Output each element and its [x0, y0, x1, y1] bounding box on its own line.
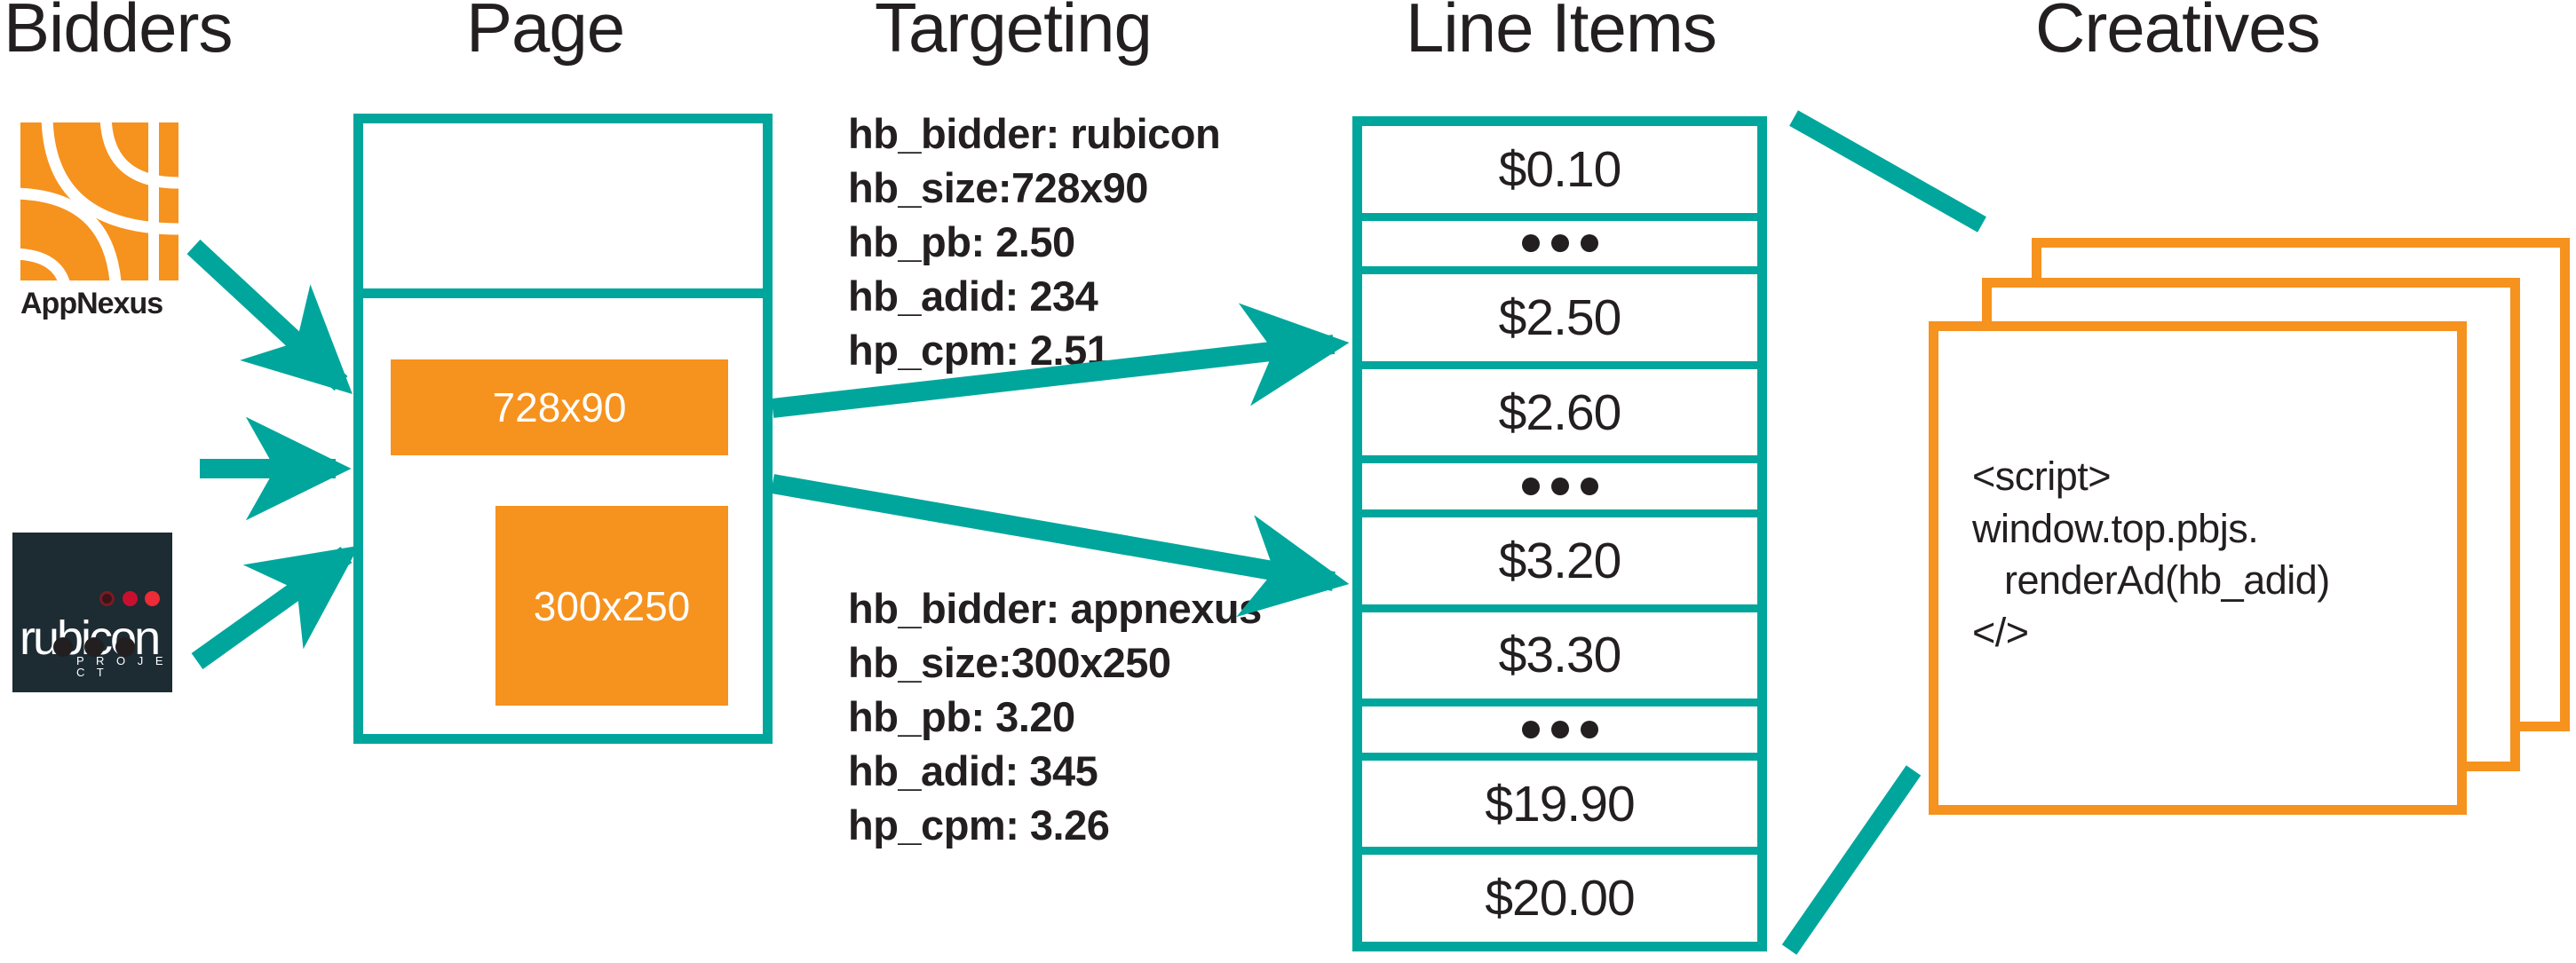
header-line-items: Line Items	[1406, 0, 1717, 67]
line-item-value: $2.60	[1498, 383, 1622, 441]
targeting-line-hb-size: hb_size:300x250	[848, 639, 1171, 687]
ad-slot-300x250[interactable]: 300x250	[495, 506, 728, 706]
targeting-line-hb-adid: hb_adid: 234	[848, 272, 1098, 320]
table-row[interactable]	[1362, 463, 1757, 509]
targeting-line-hb-pb: hb_pb: 3.20	[848, 693, 1075, 741]
table-row[interactable]: $2.60	[1362, 368, 1757, 456]
targeting-block-rubicon: hb_bidder: rubicon hb_size:728x90 hb_pb:…	[848, 107, 1221, 377]
ad-slot-728x90[interactable]: 728x90	[391, 359, 728, 455]
table-row[interactable]: $19.90	[1362, 760, 1757, 848]
line-item-value: $19.90	[1485, 775, 1635, 833]
header-targeting: Targeting	[875, 0, 1153, 67]
table-row[interactable]	[1362, 706, 1757, 753]
line-items-table: $0.10 $2.50 $2.60 $3.20 $3.30 $19.90 $20…	[1352, 116, 1767, 951]
line-item-value: $3.20	[1498, 532, 1622, 589]
appnexus-logo-label: AppNexus	[20, 287, 163, 320]
table-row[interactable]: $2.50	[1362, 274, 1757, 361]
targeting-line-hp-cpm: hp_cpm: 3.26	[848, 801, 1110, 849]
arrow-appnexus-to-page	[186, 239, 353, 394]
table-row[interactable]: $3.30	[1362, 612, 1757, 699]
appnexus-logo-icon	[20, 122, 178, 280]
ad-slot-728x90-label: 728x90	[492, 384, 627, 430]
table-row[interactable]: $0.10	[1362, 126, 1757, 213]
line-item-value: $2.50	[1498, 288, 1622, 346]
bidders-more-ellipsis	[53, 637, 135, 657]
rubicon-dots-icon	[96, 591, 160, 607]
line-item-ellipsis	[1521, 234, 1598, 253]
line-item-ellipsis	[1521, 478, 1598, 496]
header-page: Page	[466, 0, 625, 67]
header-bidders: Bidders	[4, 0, 233, 67]
table-row[interactable]: $20.00	[1362, 855, 1757, 942]
line-item-value: $3.30	[1498, 627, 1622, 684]
page-header-divider	[353, 288, 773, 298]
targeting-line-hb-pb: hb_pb: 2.50	[848, 218, 1075, 266]
creative-code-snippet: <script> window.top.pbjs. renderAd(hb_ad…	[1972, 454, 2330, 655]
targeting-line-hb-size: hb_size:728x90	[848, 164, 1148, 212]
line-item-value: $20.00	[1485, 870, 1635, 927]
targeting-line-hb-bidder: hb_bidder: rubicon	[848, 110, 1221, 157]
targeting-line-hp-cpm: hp_cpm: 2.51	[848, 327, 1110, 375]
header-creatives: Creatives	[2035, 0, 2320, 67]
connector-line-items-to-creatives-bottom	[1781, 765, 1922, 955]
targeting-block-appnexus: hb_bidder: appnexus hb_size:300x250 hb_p…	[848, 581, 1262, 852]
targeting-line-hb-bidder: hb_bidder: appnexus	[848, 585, 1262, 632]
connector-line-items-to-creatives-top	[1789, 110, 1986, 233]
ad-slot-300x250-label: 300x250	[533, 582, 691, 629]
arrow-more-bidders-to-page	[191, 545, 360, 669]
line-item-ellipsis	[1521, 720, 1598, 738]
creative-card-front[interactable]: <script> window.top.pbjs. renderAd(hb_ad…	[1929, 321, 2467, 815]
line-item-value: $0.10	[1498, 140, 1622, 198]
rubicon-logo-sublabel: P R O J E C T	[76, 654, 168, 679]
targeting-line-hb-adid: hb_adid: 345	[848, 747, 1098, 795]
table-row[interactable]: $3.20	[1362, 517, 1757, 604]
rubicon-logo-icon: rubicon P R O J E C T	[12, 533, 172, 692]
table-row[interactable]	[1362, 220, 1757, 267]
arrow-page-to-line-item-320	[771, 474, 1350, 618]
